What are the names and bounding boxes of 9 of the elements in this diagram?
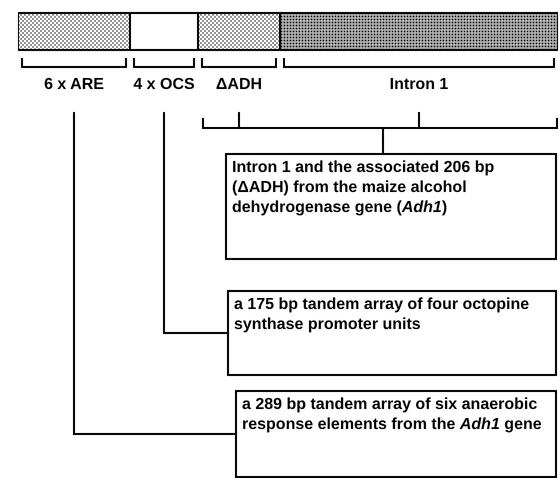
segment-label: ΔADH xyxy=(214,76,264,94)
segment-label: 4 x OCS xyxy=(132,76,196,94)
description-box: a 289 bp tandem array of six anaerobic response elements from the Adh1 gene xyxy=(235,390,557,478)
description-box: a 175 bp tandem array of four octopine synthase promoter units xyxy=(227,290,557,376)
leader-line xyxy=(163,112,227,334)
segment-label: 6 x ARE xyxy=(43,76,105,94)
leader-line xyxy=(73,112,235,435)
description-box: Intron 1 and the associated 206 bp (ΔADH) from the maize alcohol dehydrogenase gene (Adh1) xyxy=(225,153,557,260)
segment-label: Intron 1 xyxy=(388,76,450,94)
